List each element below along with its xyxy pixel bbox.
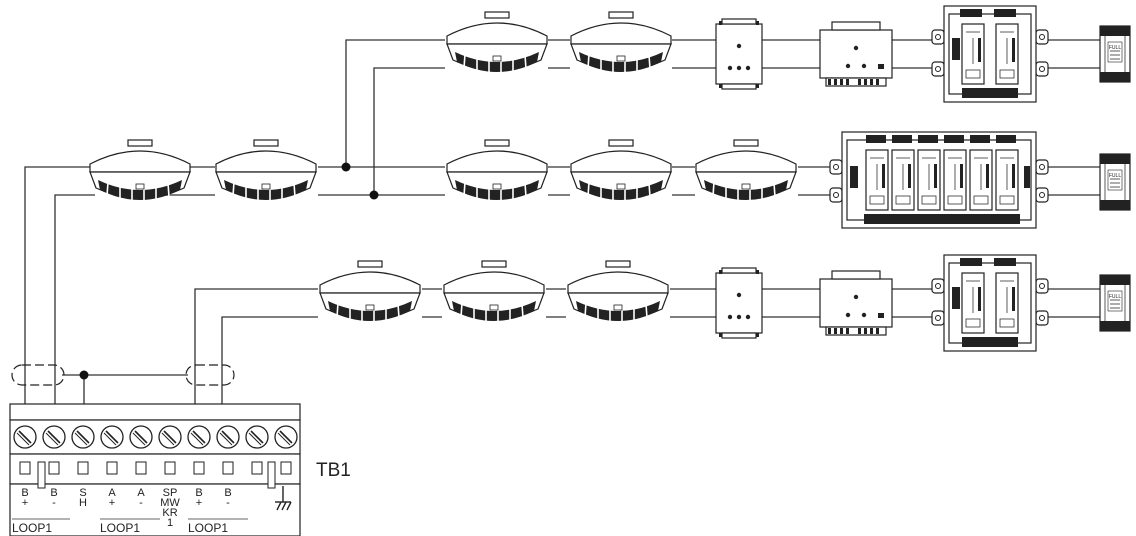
terminal-tab	[251, 461, 263, 475]
terminal-tab	[193, 461, 205, 475]
battery-label: FULL	[1109, 45, 1121, 51]
terminal-label: KR	[162, 507, 177, 519]
control-panel-small	[931, 254, 1049, 352]
terminal-label: +	[109, 497, 115, 509]
relay-module-icon	[819, 21, 893, 87]
junction-dot	[79, 370, 89, 380]
terminal-label: B	[50, 487, 57, 499]
terminal-tab	[164, 461, 176, 475]
smoke-detector-icon	[446, 11, 548, 75]
terminal-label: +	[22, 497, 28, 509]
junction-dot	[369, 190, 379, 200]
smoke-detector-icon	[215, 139, 317, 203]
terminal-label: +	[196, 497, 202, 509]
terminal-long-tab	[37, 461, 46, 489]
terminal-tab	[106, 461, 118, 475]
terminal-tab	[77, 461, 89, 475]
battery-unit-top: FULL	[1099, 25, 1131, 83]
terminal-tab	[48, 461, 60, 475]
control-panel-large	[829, 131, 1049, 229]
terminal-tab	[222, 461, 234, 475]
relay-module-icon	[819, 270, 893, 336]
terminal-label: S	[79, 487, 86, 499]
terminal-screw-icon	[42, 425, 66, 449]
terminal-label: -	[139, 497, 143, 509]
terminal-label: B	[224, 487, 231, 499]
loop-wiring	[24, 39, 1100, 430]
terminal-tab	[280, 461, 292, 475]
battery-unit-middle: FULL	[1099, 153, 1131, 211]
junction-dot	[341, 162, 351, 172]
smoke-detector-icon	[446, 139, 548, 203]
terminal-screw-icon	[245, 425, 269, 449]
terminal-screw-icon	[129, 425, 153, 449]
terminal-block-label: TB1	[316, 460, 351, 481]
terminal-label: A	[137, 487, 145, 499]
terminal-screw-icon	[158, 425, 182, 449]
cable-shield	[185, 364, 235, 386]
interface-module-icon	[715, 18, 763, 90]
terminal-label: -	[226, 497, 230, 509]
battery-unit-bottom: FULL	[1099, 274, 1131, 332]
terminal-screw-icon	[187, 425, 211, 449]
terminal-screw-icon	[274, 425, 298, 449]
terminal-tab	[19, 461, 31, 475]
terminal-label: MW	[160, 497, 180, 509]
terminal-label: 1	[167, 517, 173, 529]
smoke-detector-icon	[570, 139, 672, 203]
terminal-label: B	[195, 487, 202, 499]
terminal-tab	[135, 461, 147, 475]
smoke-detector-icon	[89, 139, 191, 203]
terminal-screw-icon	[100, 425, 124, 449]
smoke-detector-icon	[695, 139, 797, 203]
battery-label: FULL	[1109, 173, 1121, 179]
terminal-label: SP	[163, 487, 178, 499]
terminal-screw-icon	[71, 425, 95, 449]
loop-group-label: LOOP1	[100, 521, 140, 535]
battery-label: FULL	[1109, 294, 1121, 300]
terminal-long-tab	[267, 461, 276, 489]
smoke-detector-icon	[319, 260, 421, 324]
interface-module-icon	[715, 267, 763, 339]
terminal-label: A	[108, 487, 116, 499]
smoke-detector-icon	[443, 260, 545, 324]
smoke-detector-icon	[570, 11, 672, 75]
loop-group-label: LOOP1	[188, 521, 228, 535]
terminal-label: -	[52, 497, 56, 509]
smoke-detector-icon	[567, 260, 669, 324]
ground-icon	[275, 486, 292, 511]
control-panel-small	[931, 5, 1049, 103]
loop-group-label: LOOP1	[12, 521, 52, 535]
cable-shield	[11, 364, 65, 386]
terminal-screw-icon	[13, 425, 37, 449]
terminal-screw-icon	[216, 425, 240, 449]
terminal-label: B	[21, 487, 28, 499]
terminal-label: H	[79, 497, 87, 509]
